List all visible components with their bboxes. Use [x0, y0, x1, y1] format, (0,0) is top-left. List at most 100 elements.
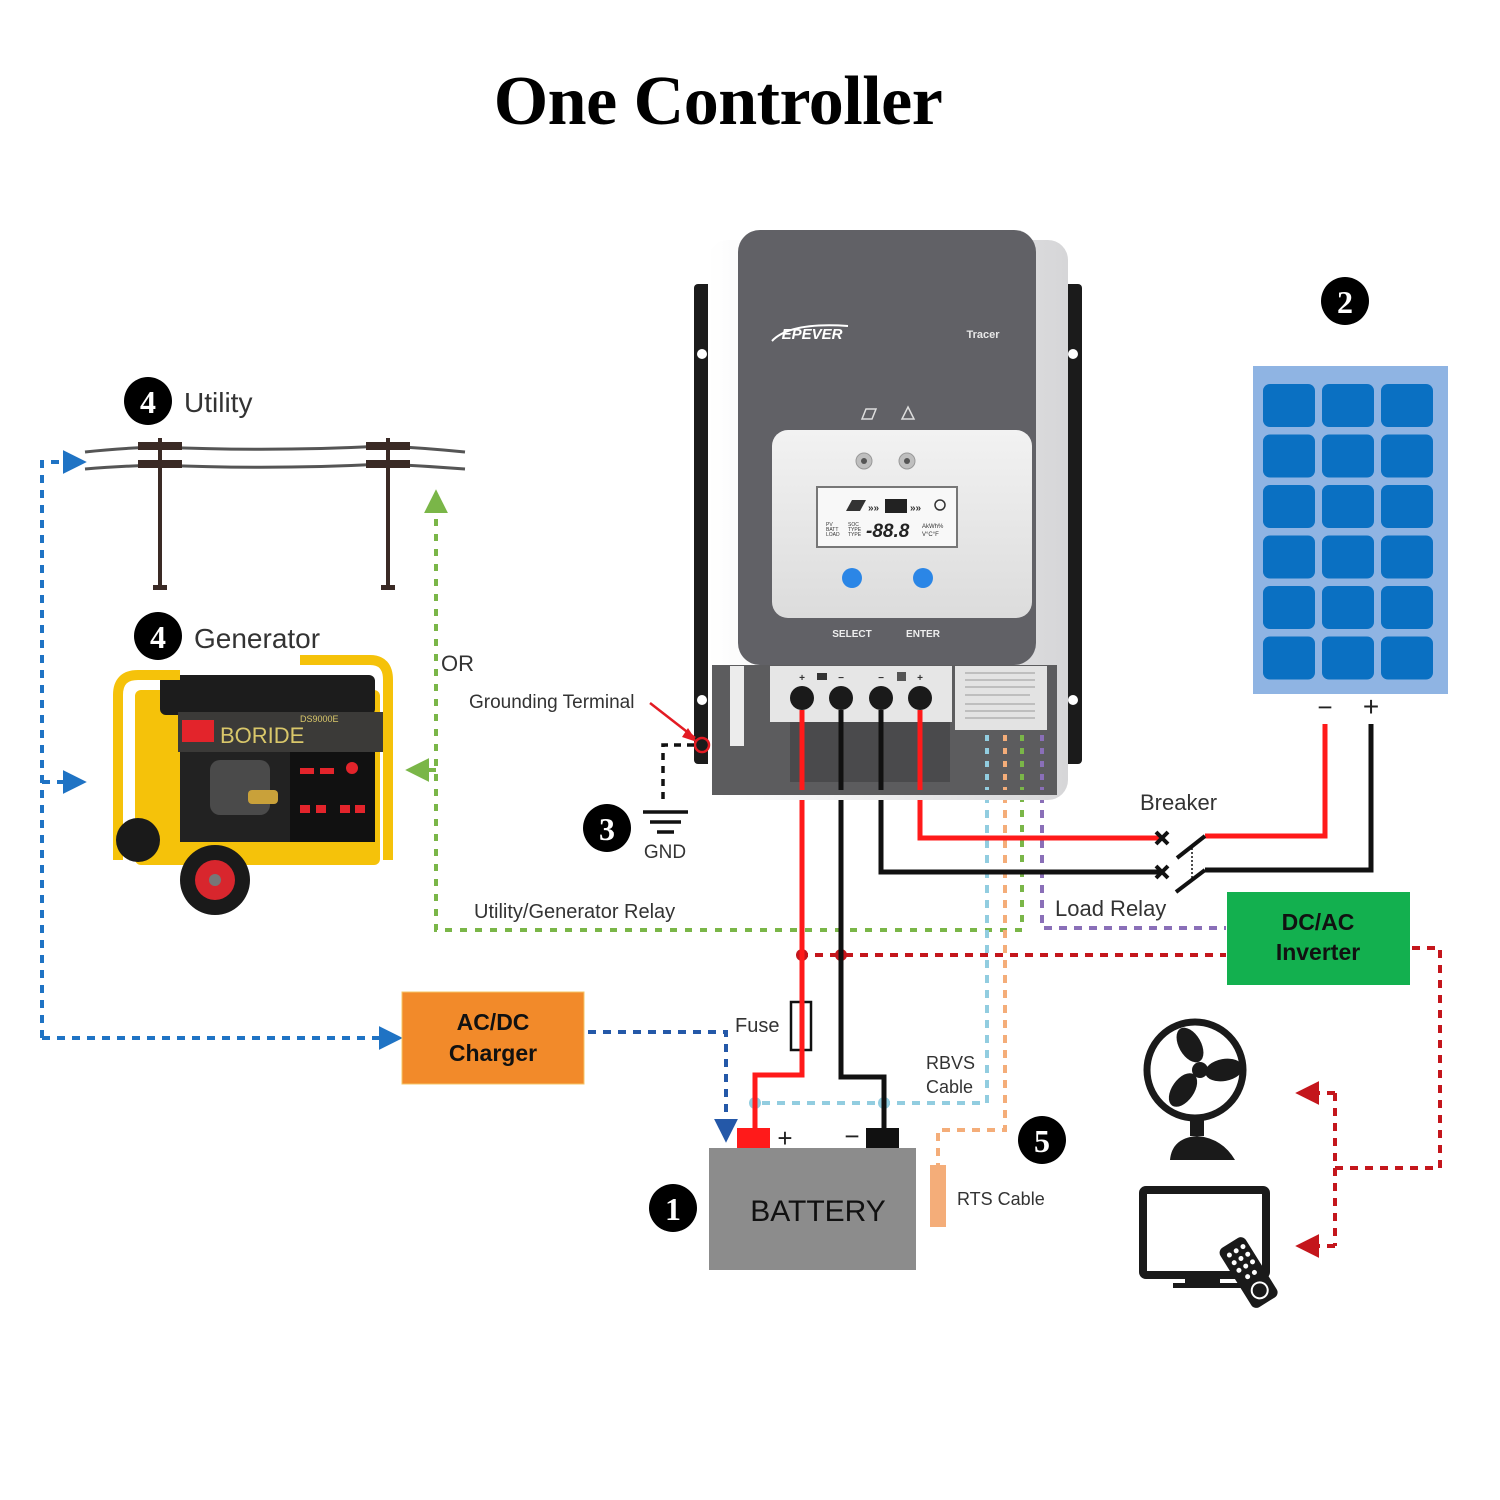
svg-text:SOC: SOC	[848, 522, 859, 528]
svg-text:−: −	[878, 673, 884, 684]
svg-text:»»: »»	[910, 503, 922, 514]
solar-cell	[1322, 434, 1374, 478]
svg-text:BATT: BATT	[826, 527, 838, 533]
or-label: OR	[441, 651, 474, 676]
warning-indicator-icon	[900, 405, 916, 420]
ac-dc-charger-box: AC/DC Charger	[401, 991, 585, 1085]
generator-brand: BORIDE	[220, 723, 304, 748]
battery-positive-wire	[752, 700, 805, 1132]
svg-text:5: 5	[1034, 1123, 1050, 1159]
solar-cell	[1263, 535, 1315, 579]
battery-minus-sign: −	[844, 1121, 859, 1151]
solar-panel-icon	[1253, 366, 1448, 694]
svg-text:2: 2	[1337, 284, 1353, 320]
svg-text:4: 4	[150, 619, 166, 655]
solar-cell	[1263, 485, 1315, 528]
solar-cell	[1381, 485, 1433, 528]
svg-text:»»: »»	[868, 503, 880, 514]
svg-text:TYPE: TYPE	[848, 532, 862, 538]
solar-cell	[1263, 434, 1315, 478]
ground-symbol-icon	[643, 810, 688, 834]
solar-cell	[1381, 586, 1433, 629]
lcd-display: »» »» PV BATT LOAD SOC TYPE TYPE -88.8 A…	[826, 499, 946, 542]
charger-output-line	[588, 1030, 738, 1143]
solar-cell	[1322, 535, 1374, 579]
fuse-label: Fuse	[735, 1015, 779, 1037]
select-button-label: SELECT	[832, 629, 871, 640]
generator-marker: 4	[134, 612, 182, 660]
solar-cell	[1322, 485, 1374, 528]
utility-poles-icon	[84, 438, 466, 590]
rbvs-label-line2: Cable	[926, 1077, 973, 1097]
load-relay-label: Load Relay	[1055, 896, 1166, 921]
grounding-terminal-icon[interactable]	[693, 736, 711, 754]
solar-cell	[1381, 384, 1433, 427]
pv-indicator-icon	[860, 408, 878, 420]
solar-cell	[1322, 384, 1374, 427]
solar-cell	[1322, 586, 1374, 629]
utility-marker: 4	[124, 377, 172, 425]
solar-cell	[1381, 535, 1433, 579]
svg-text:Inverter: Inverter	[1276, 939, 1360, 965]
rbvs-cable-line	[755, 735, 989, 1105]
solar-cell	[1381, 636, 1433, 680]
rbvs-label-line1: RBVS	[926, 1053, 975, 1073]
ac-output-line	[800, 946, 1442, 1258]
breaker-icon	[1154, 830, 1207, 894]
battery-marker: 1	[649, 1184, 697, 1232]
signal-cable-stubs	[985, 735, 1044, 790]
svg-text:AC/DC: AC/DC	[457, 1009, 530, 1035]
grounding-terminal-label: Grounding Terminal	[469, 692, 634, 713]
solar-marker: 2	[1321, 277, 1369, 325]
controller-brand: EPEVER	[782, 326, 843, 343]
rts-sensor-icon	[930, 1165, 946, 1227]
gnd-label: GND	[644, 842, 686, 863]
breaker-label: Breaker	[1140, 790, 1217, 815]
svg-text:−: −	[838, 673, 844, 684]
svg-text:PV: PV	[826, 522, 833, 528]
svg-text:V°C°F: V°C°F	[922, 532, 939, 538]
utility-label: Utility	[184, 387, 252, 418]
enter-button[interactable]	[913, 568, 933, 588]
generator-icon: BORIDE DS9000E	[113, 655, 393, 915]
dc-ac-inverter-box: DC/AC Inverter	[1227, 892, 1410, 985]
generator-model: DS9000E	[300, 714, 339, 724]
solar-minus-sign: −	[1317, 692, 1332, 722]
svg-text:LOAD: LOAD	[826, 532, 840, 538]
rts-cable-line	[936, 735, 1007, 1165]
controller-model: Tracer	[966, 329, 1000, 341]
solar-cell	[1263, 586, 1315, 629]
svg-text:TYPE: TYPE	[848, 527, 862, 533]
utility-generator-relay-label: Utility/Generator Relay	[474, 901, 675, 923]
rts-marker: 5	[1018, 1116, 1066, 1164]
solar-cell	[1263, 636, 1315, 680]
charge-controller: EPEVER Tracer »» »» PV BATT LOAD SOC TYP…	[694, 230, 1082, 800]
svg-text:1: 1	[665, 1191, 681, 1227]
battery-plus-sign: +	[777, 1123, 792, 1153]
ground-marker: 3	[583, 804, 631, 852]
solar-cell	[1263, 384, 1315, 427]
select-button[interactable]	[842, 568, 862, 588]
rts-cable-label: RTS Cable	[957, 1189, 1045, 1209]
svg-text:+: +	[917, 673, 923, 684]
svg-text:DC/AC: DC/AC	[1282, 909, 1355, 935]
solar-plus-sign: +	[1363, 691, 1379, 722]
utility-flow-line	[40, 450, 403, 1050]
svg-text:+: +	[799, 673, 805, 684]
solar-cell	[1381, 434, 1433, 478]
battery-terminal-icon	[817, 673, 827, 680]
solar-cell	[1322, 636, 1374, 680]
battery-label: BATTERY	[750, 1195, 886, 1228]
svg-text:AkWh%: AkWh%	[922, 524, 944, 530]
battery-icon: BATTERY	[709, 1128, 916, 1270]
svg-text:3: 3	[599, 811, 615, 847]
svg-text:4: 4	[140, 384, 156, 420]
page-title: One Controller	[493, 63, 943, 140]
lcd-value: -88.8	[866, 521, 910, 542]
svg-text:Charger: Charger	[449, 1040, 537, 1066]
fan-icon	[1143, 1018, 1247, 1160]
pv-terminal-icon	[897, 672, 906, 681]
utility-generator-relay-line	[405, 489, 1024, 932]
enter-button-label: ENTER	[906, 629, 941, 640]
